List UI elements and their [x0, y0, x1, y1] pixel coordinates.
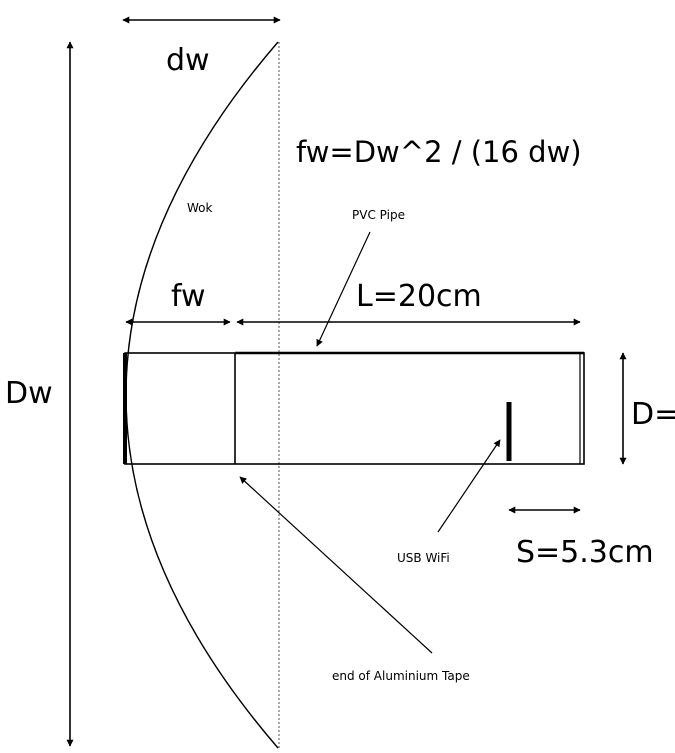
- wok-dish-curve: [125, 41, 279, 749]
- pvc-pipe-pointer: [316, 231, 371, 347]
- spacing-label: S=5.3cm: [516, 535, 654, 570]
- pipe-diameter-label: D=: [631, 397, 675, 432]
- dw-label: dw: [166, 43, 210, 78]
- usb-wifi-label: USB WiFi: [397, 551, 450, 565]
- length-label: L=20cm: [356, 279, 482, 314]
- wok-diameter-label: Dw: [5, 376, 53, 411]
- tape-end-label: end of Aluminium Tape: [332, 669, 470, 683]
- pvc-pipe-label: PVC Pipe: [352, 208, 405, 222]
- tape-end-pointer: [239, 476, 433, 654]
- pvc-pipe-body: [124, 352, 585, 465]
- fw-label: fw: [171, 279, 206, 314]
- wok-label: Wok: [187, 201, 213, 215]
- focal-formula: fw=Dw^2 / (16 dw): [296, 135, 582, 169]
- usb-wifi-pointer: [437, 439, 501, 533]
